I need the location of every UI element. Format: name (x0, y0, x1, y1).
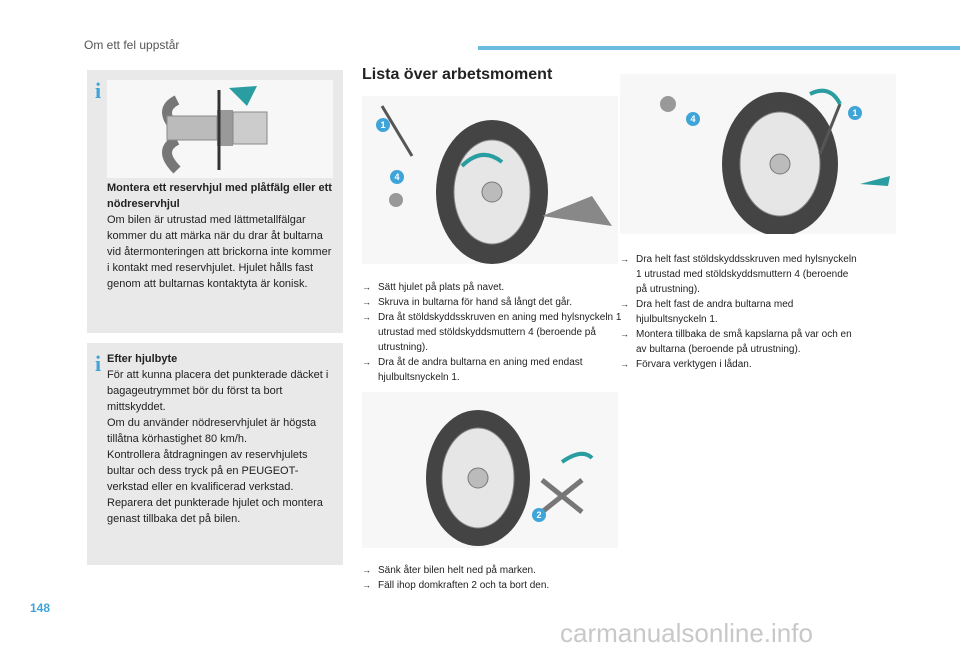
list-item: Montera tillbaka de små kapslarna på var… (620, 327, 860, 357)
info-box-1-body: Om bilen är utrustad med lättmetallfälga… (107, 214, 332, 290)
info-box-spare-wheel: i Montera ett reservhjul med plåtfälg el… (87, 70, 343, 333)
page-number: 148 (30, 601, 51, 615)
info-box-2-heading: Efter hjulbyte (107, 353, 178, 365)
list-item: Dra åt stöldskyddsskruven en aning med h… (362, 310, 624, 355)
list-item: Dra helt fast de andra bultarna med hjul… (620, 297, 860, 327)
badge-1: 1 (848, 106, 862, 120)
list-item: Dra åt de andra bultarna en aning med en… (362, 355, 624, 385)
info-icon: i (95, 351, 102, 376)
info-icon: i (95, 78, 102, 103)
badge-4: 4 (390, 170, 404, 184)
page-header-title: Om ett fel uppstår (84, 38, 180, 52)
list-item: Fäll ihop domkraften 2 och ta bort den. (362, 578, 624, 593)
info-box-2-body: För att kunna placera det punkterade däc… (107, 369, 329, 525)
illustration-tighten-bolts: 4 1 (620, 74, 896, 236)
badge-2: 2 (532, 508, 546, 522)
list-item: Skruva in bultarna för hand så långt det… (362, 295, 624, 310)
steps-list-2: Dra helt fast stöldskyddsskruven med hyl… (620, 252, 860, 372)
badge-4: 4 (686, 112, 700, 126)
list-item: Dra helt fast stöldskyddsskruven med hyl… (620, 252, 860, 297)
steps-list-3: Sänk åter bilen helt ned på marken. Fäll… (362, 563, 624, 593)
illustration-fit-wheel: 1 4 (362, 96, 618, 264)
list-item: Sänk åter bilen helt ned på marken. (362, 563, 624, 578)
header-accent-bar (478, 46, 960, 50)
illustration-lower-jack: 2 (362, 392, 618, 548)
list-item: Sätt hjulet på plats på navet. (362, 280, 624, 295)
badge-1: 1 (376, 118, 390, 132)
info-box-1-text: Montera ett reservhjul med plåtfälg elle… (107, 180, 335, 292)
wheel-bolt-illustration (107, 80, 333, 178)
steps-list-1: Sätt hjulet på plats på navet. Skruva in… (362, 280, 624, 385)
watermark: carmanualsonline.info (560, 618, 813, 648)
list-item: Förvara verktygen i lådan. (620, 357, 860, 372)
section-title: Lista över arbetsmoment (362, 66, 553, 83)
info-box-1-heading: Montera ett reservhjul med plåtfälg elle… (107, 182, 332, 210)
